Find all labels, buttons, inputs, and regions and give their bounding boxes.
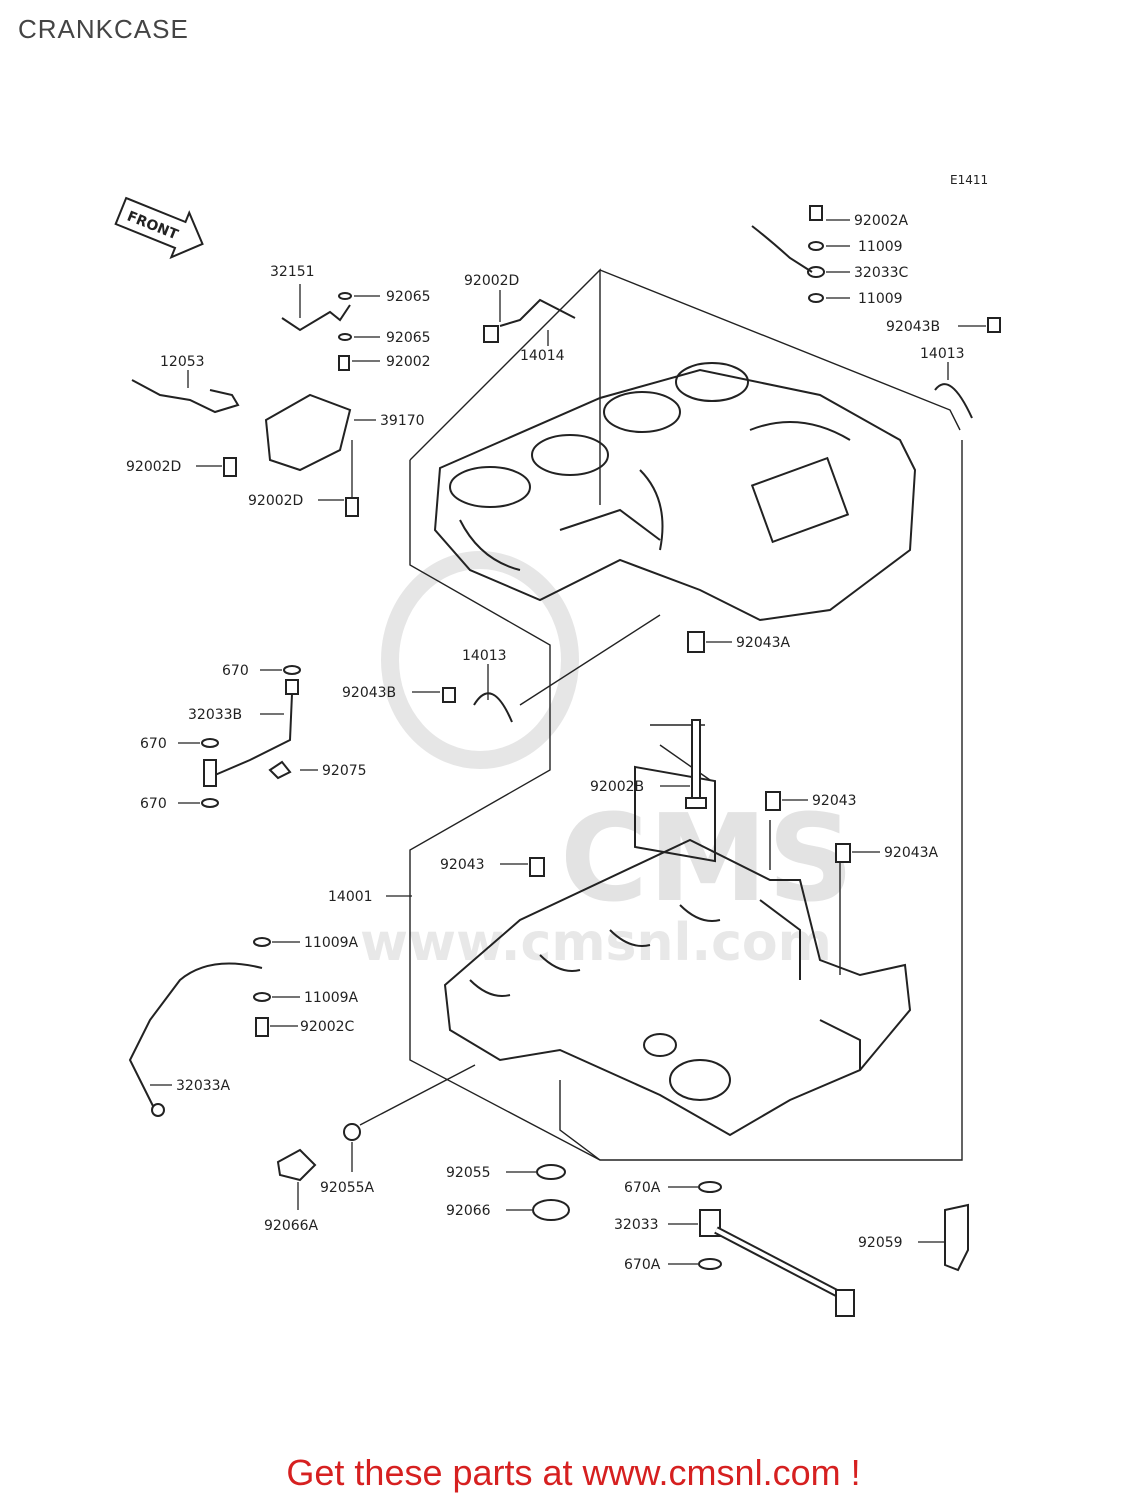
- watermark: CMS www.cmsnl.com: [360, 551, 854, 973]
- part-label[interactable]: 32033C: [854, 265, 909, 281]
- part-label[interactable]: 92002C: [300, 1019, 355, 1035]
- part-label[interactable]: 39170: [380, 413, 425, 429]
- part-label[interactable]: 92002B: [590, 779, 644, 795]
- part-label[interactable]: 32033A: [176, 1078, 231, 1094]
- part-label[interactable]: 11009: [858, 291, 903, 307]
- part-label[interactable]: 670: [222, 663, 249, 679]
- part-label[interactable]: 92065: [386, 330, 431, 346]
- part-label[interactable]: 32033B: [188, 707, 242, 723]
- part-label[interactable]: 14001: [328, 889, 373, 905]
- part-label[interactable]: 92002A: [854, 213, 909, 229]
- part-label[interactable]: 92066: [446, 1203, 491, 1219]
- part-label[interactable]: 11009: [858, 239, 903, 255]
- lower-crankcase: [443, 838, 912, 1137]
- part-label[interactable]: 670: [140, 736, 167, 752]
- part-label[interactable]: 92059: [858, 1235, 903, 1251]
- front-arrow-icon: FRONT: [114, 196, 204, 260]
- part-label[interactable]: 92002D: [126, 459, 181, 475]
- part-label[interactable]: 92065: [386, 289, 431, 305]
- part-label[interactable]: 92043B: [342, 685, 396, 701]
- part-label[interactable]: 92043B: [886, 319, 940, 335]
- part-label[interactable]: 92043A: [884, 845, 939, 861]
- part-label[interactable]: 92043: [812, 793, 857, 809]
- part-label[interactable]: 92055: [446, 1165, 491, 1181]
- part-label[interactable]: 32151: [270, 264, 315, 280]
- part-label[interactable]: 14013: [920, 346, 965, 362]
- part-label[interactable]: 32033: [614, 1217, 659, 1233]
- page-title: CRANKCASE: [18, 14, 189, 44]
- part-label[interactable]: 670A: [624, 1180, 661, 1196]
- part-label[interactable]: 92002: [386, 354, 431, 370]
- part-label[interactable]: 14013: [462, 648, 507, 664]
- part-label[interactable]: 92043A: [736, 635, 791, 651]
- part-label[interactable]: 670: [140, 796, 167, 812]
- part-label[interactable]: 670A: [624, 1257, 661, 1273]
- footer-link[interactable]: www.cmsnl.com !: [582, 1452, 861, 1493]
- part-label[interactable]: 92002D: [248, 493, 303, 509]
- part-labels: 92002A 11009 32033C 11009 92043B 14013 3…: [126, 213, 965, 1273]
- part-label[interactable]: 12053: [160, 354, 205, 370]
- part-label[interactable]: 92055A: [320, 1180, 375, 1196]
- part-label[interactable]: 92066A: [264, 1218, 319, 1234]
- footer-lead-text: Get these parts at: [286, 1452, 573, 1493]
- part-label[interactable]: 92043: [440, 857, 485, 873]
- svg-text:www.cmsnl.com: www.cmsnl.com: [360, 913, 832, 973]
- group-frames: [359, 268, 963, 1161]
- part-label[interactable]: 11009A: [304, 990, 359, 1006]
- diagram-code: E1411: [950, 173, 988, 187]
- small-components: [128, 205, 1001, 1317]
- part-label[interactable]: 92075: [322, 763, 367, 779]
- part-label[interactable]: 14014: [520, 348, 565, 364]
- leader-lines: [150, 219, 986, 1265]
- part-label[interactable]: 92002D: [464, 273, 519, 289]
- part-label[interactable]: 11009A: [304, 935, 359, 951]
- upper-crankcase: [433, 362, 917, 622]
